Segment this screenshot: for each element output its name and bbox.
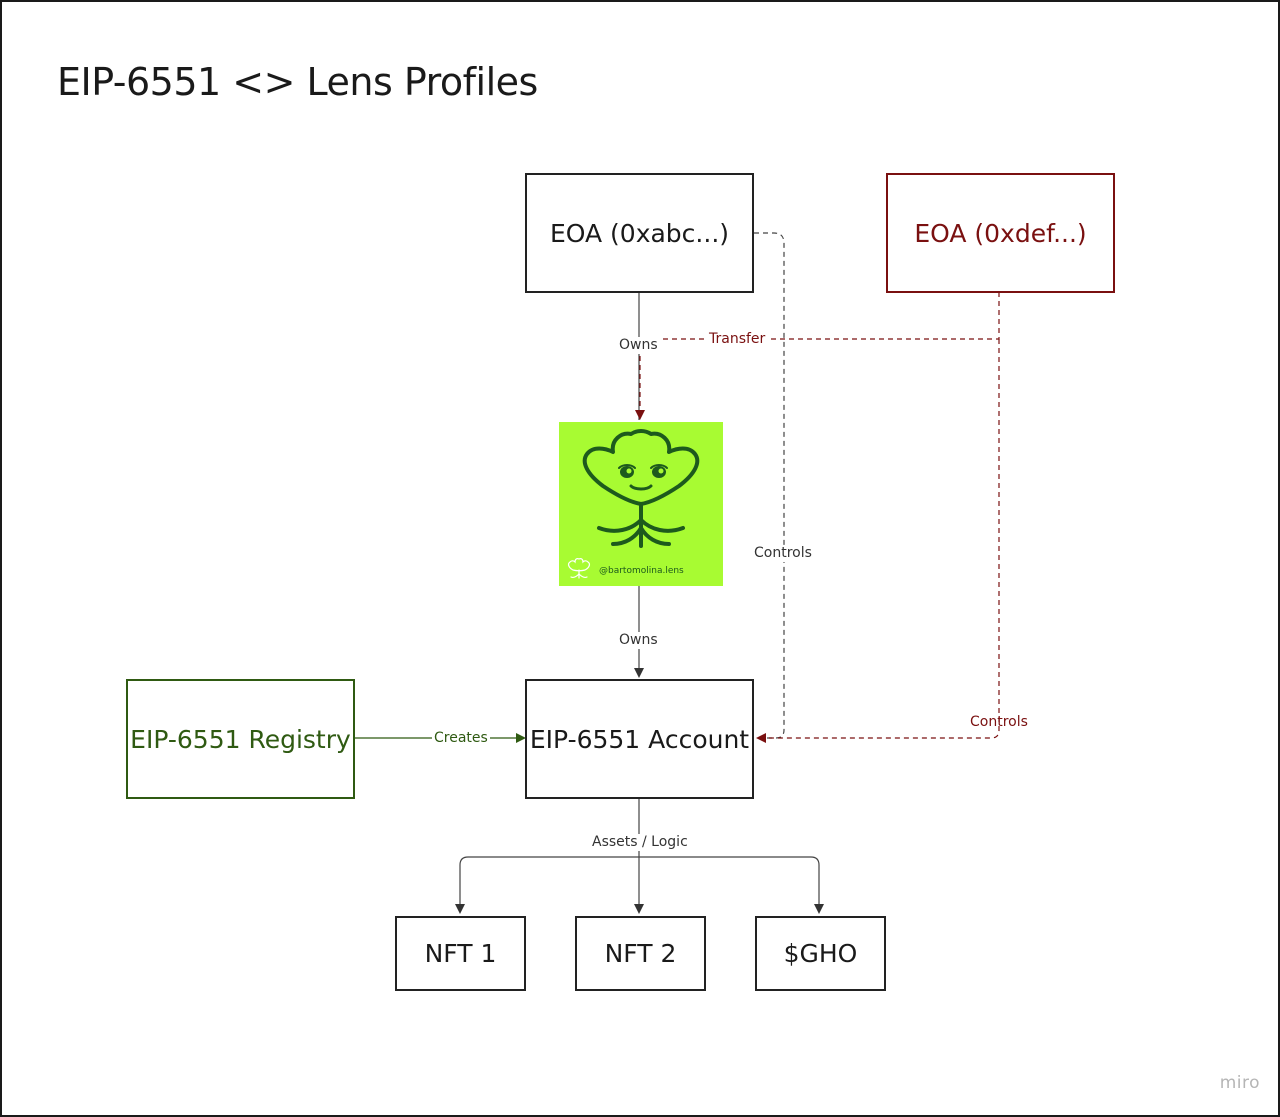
edge-label-controls-red: Controls xyxy=(970,714,1028,730)
connector-transfer[interactable] xyxy=(635,292,1000,420)
node-nft1-label: NFT 1 xyxy=(424,939,497,968)
lens-small-logo-icon xyxy=(567,558,591,579)
edge-label-owns-top: Owns xyxy=(617,337,660,354)
edge-label-transfer: Transfer xyxy=(707,331,768,348)
profile-handle: @bartomolina.lens xyxy=(599,566,684,576)
node-registry-label: EIP-6551 Registry xyxy=(130,724,351,754)
node-eoa-abc-label: EOA (0xabc...) xyxy=(549,218,730,248)
node-eoa-def-label: EOA (0xdef...) xyxy=(914,218,1087,248)
edge-label-creates: Creates xyxy=(432,730,490,747)
node-account[interactable]: EIP-6551 Account xyxy=(525,679,754,799)
edge-label-assets-logic: Assets / Logic xyxy=(590,834,690,851)
node-account-label: EIP-6551 Account xyxy=(529,724,750,754)
node-eoa-abc[interactable]: EOA (0xabc...) xyxy=(525,173,754,293)
board-title: EIP-6551 <> Lens Profiles xyxy=(57,60,538,104)
node-nft2-label: NFT 2 xyxy=(604,939,677,968)
miro-watermark: miro xyxy=(1219,1073,1260,1093)
node-gho[interactable]: $GHO xyxy=(755,916,886,991)
node-registry[interactable]: EIP-6551 Registry xyxy=(126,679,355,799)
connector-assets-gho[interactable] xyxy=(639,856,824,914)
connector-controls-red[interactable] xyxy=(756,339,1000,743)
connector-assets-nft1[interactable] xyxy=(455,798,640,914)
edge-label-owns-bottom: Owns xyxy=(617,632,660,649)
lens-profile-image[interactable]: @bartomolina.lens xyxy=(559,422,723,586)
edge-label-controls-black: Controls xyxy=(752,545,814,562)
node-gho-label: $GHO xyxy=(783,939,858,968)
connector-controls-black[interactable] xyxy=(754,232,785,739)
node-eoa-def[interactable]: EOA (0xdef...) xyxy=(886,173,1115,293)
node-nft1[interactable]: NFT 1 xyxy=(395,916,526,991)
lens-plant-face-icon xyxy=(567,429,700,579)
node-nft2[interactable]: NFT 2 xyxy=(575,916,706,991)
